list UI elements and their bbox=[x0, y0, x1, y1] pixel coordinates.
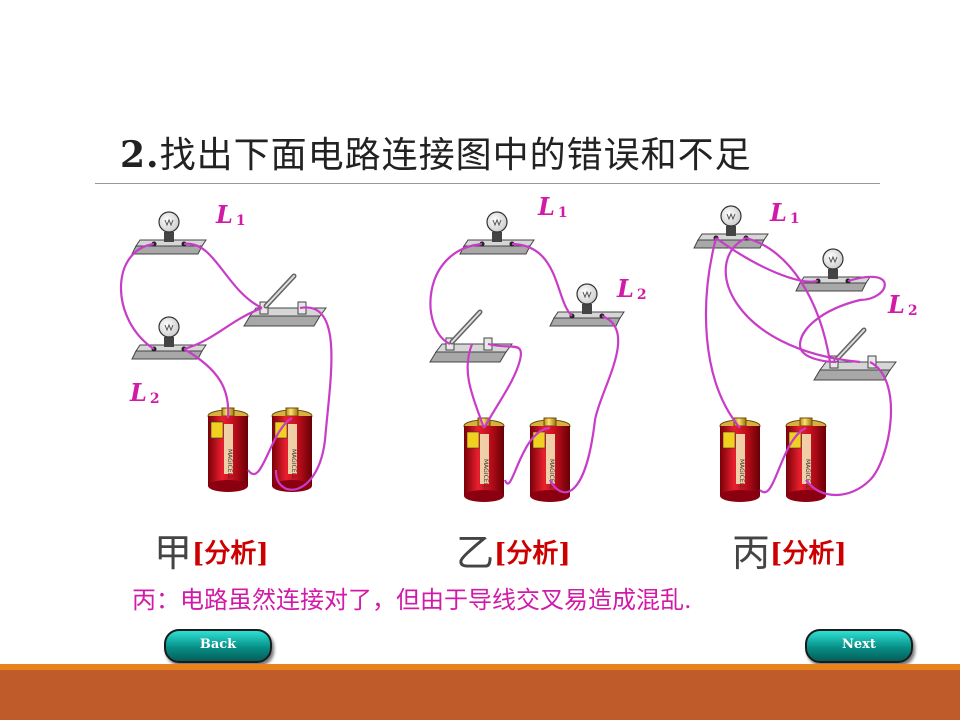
wires-b bbox=[429, 242, 620, 494]
wires-c bbox=[704, 236, 893, 497]
lamp-b2 bbox=[549, 283, 625, 327]
title-divider bbox=[95, 183, 880, 184]
circuit-b bbox=[429, 211, 625, 503]
battery-a1 bbox=[207, 407, 249, 493]
title-text: 找出下面电路连接图中的错误和不足 bbox=[159, 135, 752, 176]
caption-b-name: 乙 bbox=[456, 531, 495, 575]
next-button[interactable]: Next bbox=[805, 629, 913, 663]
battery-b1 bbox=[463, 417, 505, 503]
lamp-c2 bbox=[795, 248, 871, 292]
page-title: 2.找出下面电路连接图中的错误和不足 bbox=[120, 126, 752, 178]
battery-b2 bbox=[529, 417, 571, 503]
lamp-b1 bbox=[459, 211, 535, 255]
switch-a bbox=[244, 276, 326, 326]
circuit-c bbox=[693, 205, 896, 503]
back-button[interactable]: Back bbox=[164, 629, 272, 663]
caption-c: 丙[分析] bbox=[732, 522, 847, 577]
footer-bar bbox=[0, 670, 960, 720]
switch-c bbox=[814, 330, 896, 380]
battery-c1 bbox=[719, 417, 761, 503]
caption-b: 乙[分析] bbox=[456, 522, 571, 577]
battery-c2 bbox=[785, 417, 827, 503]
lamp-a2 bbox=[131, 316, 207, 360]
analysis-a-link[interactable]: [分析] bbox=[192, 539, 269, 569]
wires-a bbox=[120, 242, 333, 491]
footer-stripe bbox=[0, 664, 960, 670]
analysis-note: 丙：电路虽然连接对了，但由于导线交叉易造成混乱. bbox=[132, 586, 692, 614]
caption-c-name: 丙 bbox=[732, 531, 771, 575]
caption-a-name: 甲 bbox=[154, 531, 193, 575]
caption-a: 甲[分析] bbox=[154, 522, 269, 577]
analysis-c-link[interactable]: [分析] bbox=[770, 539, 847, 569]
analysis-b-link[interactable]: [分析] bbox=[494, 539, 571, 569]
circuit-a bbox=[120, 211, 333, 493]
title-number: 2. bbox=[120, 134, 160, 176]
